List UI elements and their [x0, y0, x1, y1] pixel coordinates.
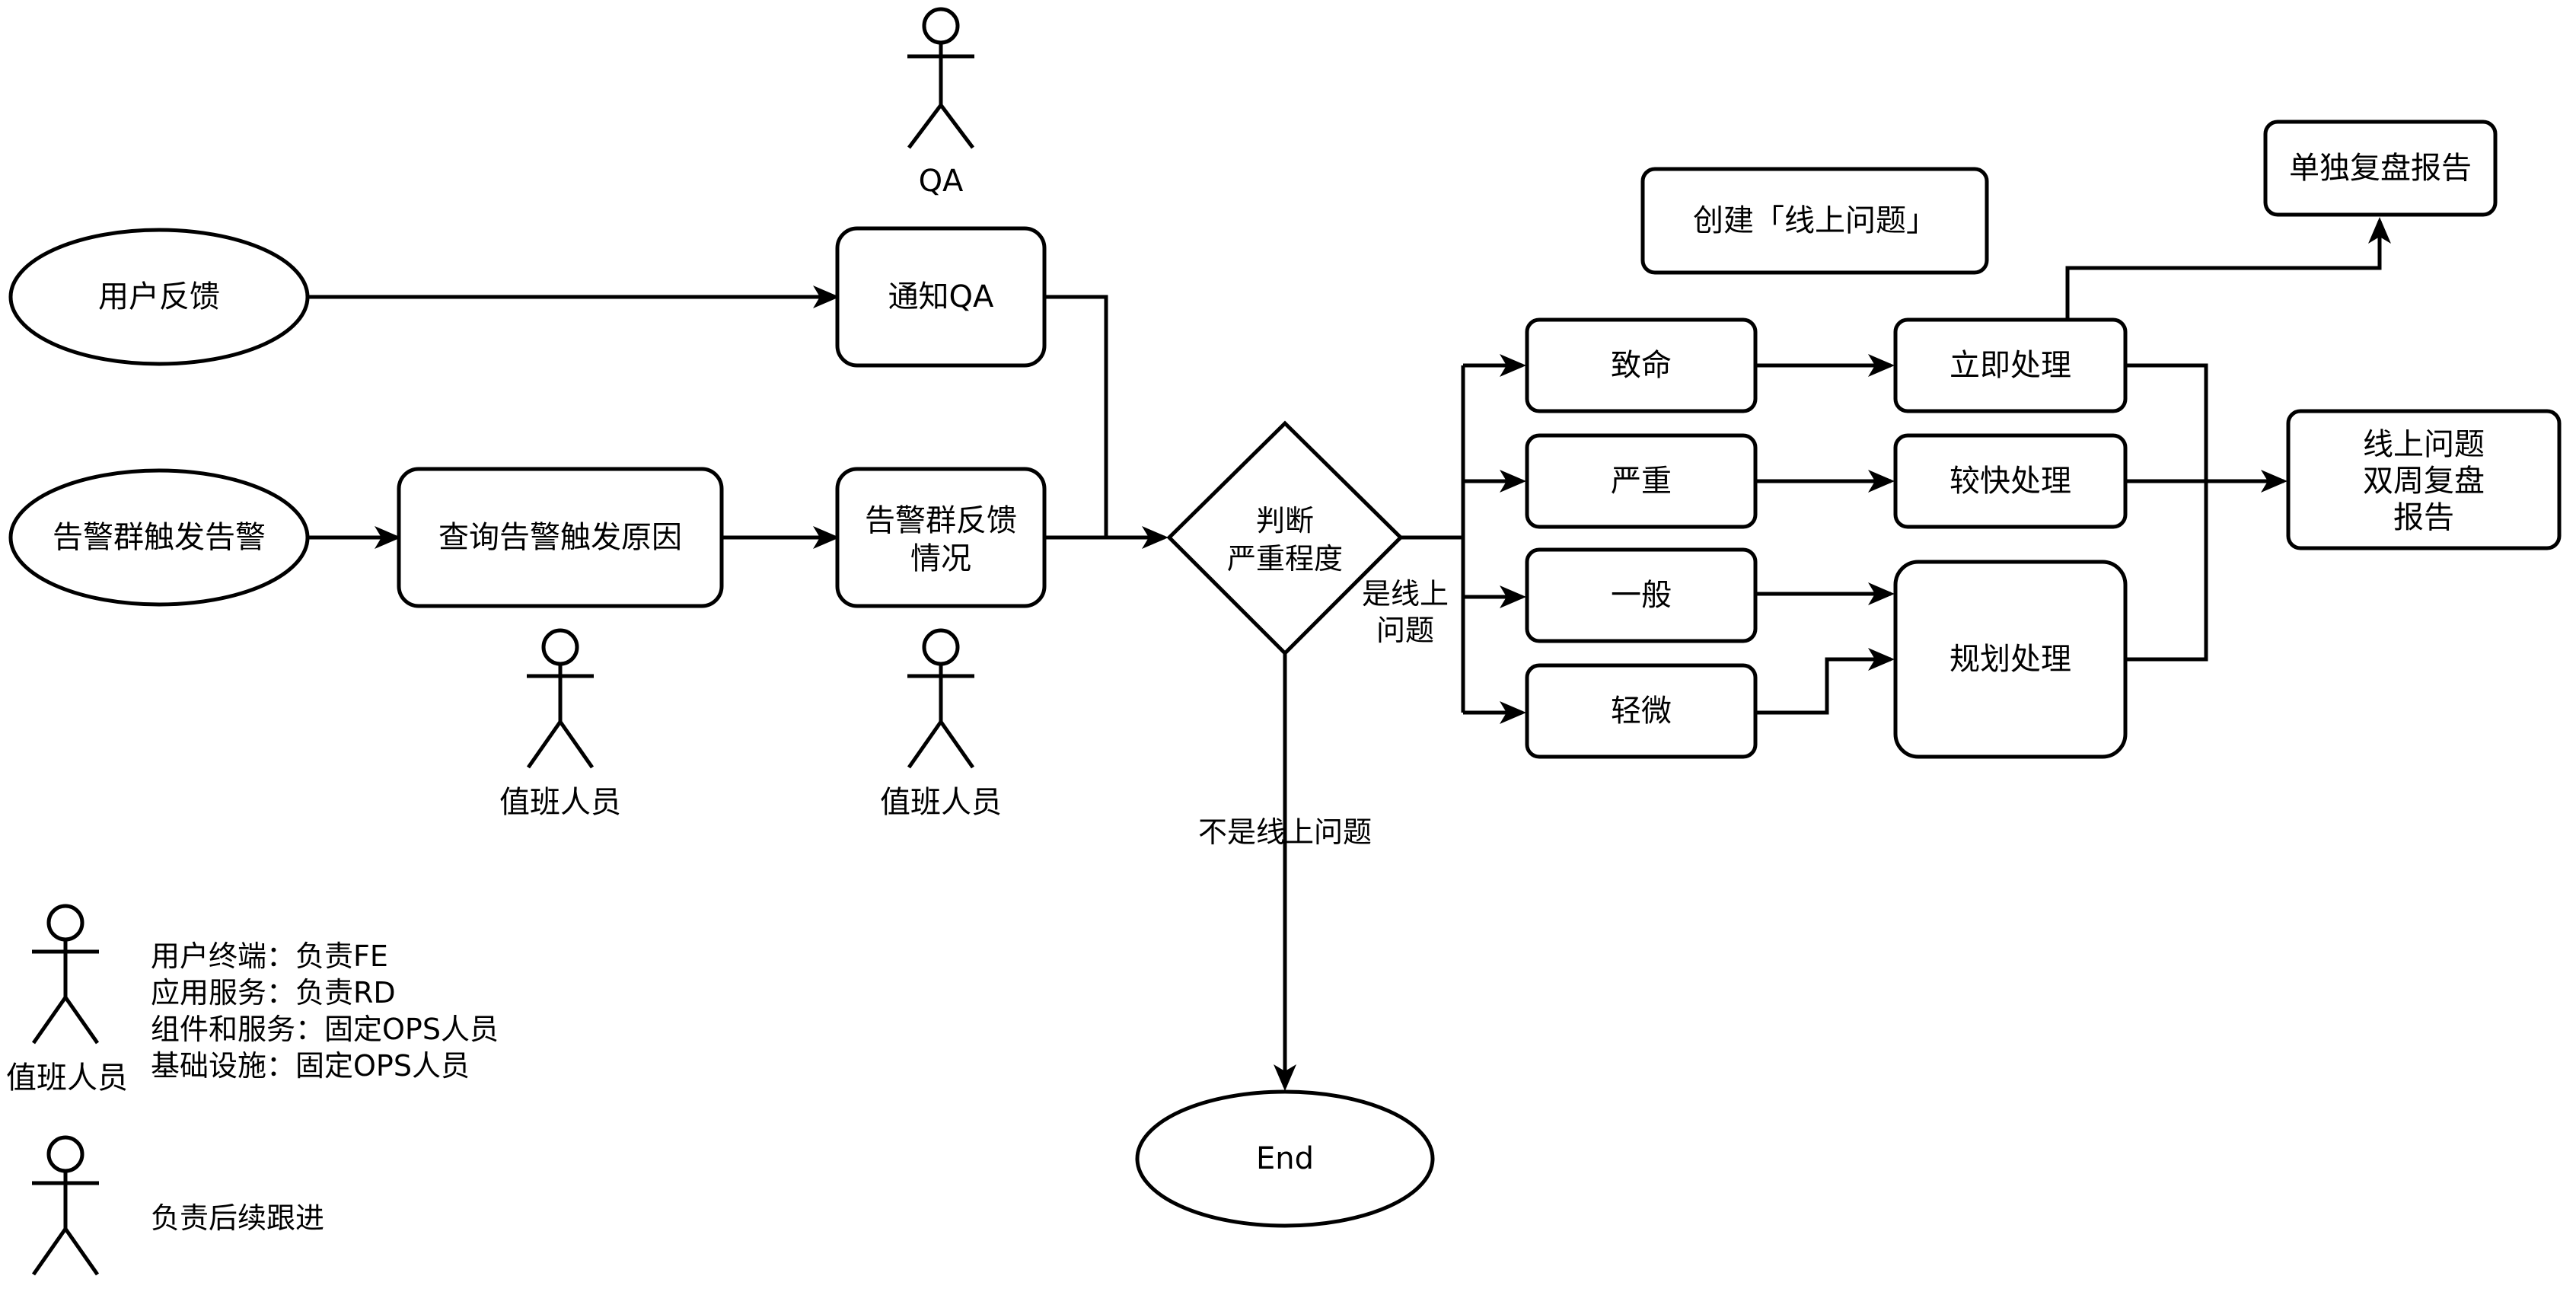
legend-on-duty-line-3: 组件和服务：固定OPS人员	[151, 1013, 499, 1046]
node-separate-review-label: 单独复盘报告	[2289, 151, 2472, 186]
node-biweekly-review-label-2: 双周复盘	[2363, 464, 2485, 499]
node-general: 一般	[1525, 547, 1758, 643]
node-biweekly-review-label-3: 报告	[2393, 500, 2454, 535]
node-minor-label: 轻微	[1611, 694, 1672, 729]
node-biweekly-review-label-1: 线上问题	[2363, 427, 2485, 462]
actor-on-duty-1-icon	[526, 628, 595, 769]
legend-follow-up-icon	[31, 1135, 100, 1276]
actor-on-duty-1-label: 值班人员	[499, 785, 621, 820]
node-fatal-label: 致命	[1611, 348, 1672, 383]
actor-qa-icon	[907, 7, 974, 149]
legend-on-duty-line-2: 应用服务：负责RD	[151, 976, 396, 1010]
node-minor: 轻微	[1525, 663, 1758, 759]
node-fatal: 致命	[1525, 317, 1758, 413]
edge-label-not-online-issue: 不是线上问题	[1198, 815, 1372, 849]
legend-on-duty-label: 值班人员	[6, 1061, 128, 1096]
node-end-label: End	[1256, 1141, 1314, 1176]
legend-on-duty-line-1: 用户终端：负责FE	[151, 939, 388, 973]
node-notify-qa: 通知QA	[835, 226, 1047, 368]
edge-minor-to-planned	[1755, 648, 1895, 715]
actor-on-duty-2-label: 值班人员	[880, 785, 1002, 820]
node-handle-planned-label: 规划处理	[1950, 642, 2071, 677]
edge-planned-to-biweekly	[2125, 481, 2208, 662]
node-handle-now-label: 立即处理	[1950, 348, 2071, 383]
node-alert-group-feedback: 告警群反馈 情况	[835, 467, 1047, 608]
legend-follow-up-label: 负责后续跟进	[151, 1201, 324, 1235]
edge-handle-now-to-biweekly	[2125, 363, 2208, 481]
edge-handle-now-to-separate-review	[2065, 217, 2391, 318]
edge-label-is-online-issue-2: 问题	[1376, 614, 1434, 647]
node-handle-now: 立即处理	[1893, 317, 2128, 413]
legend-on-duty-icon	[31, 904, 100, 1045]
node-alert-group-trigger-label: 告警群触发告警	[53, 520, 266, 555]
node-alert-group-trigger: 告警群触发告警	[8, 468, 310, 607]
node-user-feedback: 用户反馈	[8, 228, 310, 366]
node-user-feedback-label: 用户反馈	[98, 279, 220, 314]
node-create-online-issue: 创建「线上问题」	[1640, 167, 1989, 275]
node-alert-group-feedback-label-1: 告警群反馈	[865, 503, 1017, 538]
node-separate-review: 单独复盘报告	[2263, 120, 2498, 217]
node-create-online-issue-label: 创建「线上问题」	[1693, 203, 1937, 238]
node-general-label: 一般	[1611, 578, 1672, 613]
node-biweekly-review: 线上问题 双周复盘 报告	[2286, 409, 2562, 550]
node-end: End	[1135, 1089, 1435, 1228]
node-handle-fast-label: 较快处理	[1950, 464, 2071, 499]
node-serious: 严重	[1525, 433, 1758, 529]
node-handle-planned: 规划处理	[1893, 560, 2128, 759]
actor-on-duty-2-icon	[907, 628, 975, 769]
node-judge-severity: 判断 严重程度	[1166, 420, 1404, 656]
node-judge-severity-label-1: 判断	[1256, 504, 1314, 537]
node-query-alert-cause: 查询告警触发原因	[397, 467, 724, 608]
edge-label-is-online-issue-1: 是线上	[1362, 577, 1449, 611]
node-notify-qa-label: 通知QA	[888, 279, 994, 314]
actor-qa-label: QA	[919, 164, 964, 199]
edge-notify-qa-to-judge	[1044, 295, 1108, 537]
legend-on-duty-line-4: 基础设施：固定OPS人员	[151, 1049, 470, 1083]
node-handle-fast: 较快处理	[1893, 433, 2128, 529]
node-serious-label: 严重	[1611, 464, 1672, 499]
node-query-alert-cause-label: 查询告警触发原因	[438, 520, 682, 555]
node-alert-group-feedback-label-2: 情况	[910, 541, 971, 576]
edges	[308, 217, 2391, 1091]
node-judge-severity-label-2: 严重程度	[1227, 542, 1343, 576]
